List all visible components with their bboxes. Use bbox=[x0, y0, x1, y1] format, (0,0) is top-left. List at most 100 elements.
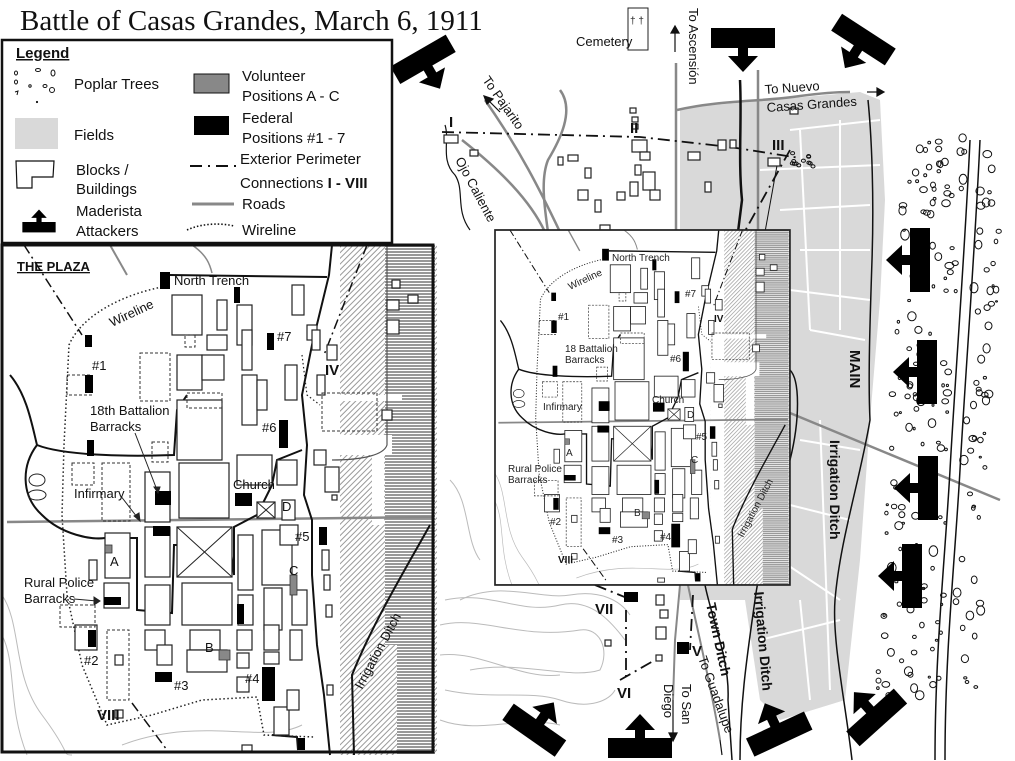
plaza-box bbox=[494, 229, 791, 586]
legend-perimeter-connections: Connections bbox=[240, 175, 323, 192]
wireline-swatch bbox=[186, 223, 235, 231]
building bbox=[567, 154, 579, 162]
poplar-tree-icon bbox=[888, 391, 897, 398]
building bbox=[767, 157, 781, 167]
poplar-tree-icon bbox=[904, 393, 911, 400]
inset-rural-1: Rural Police bbox=[24, 575, 94, 590]
poplar-tree-icon bbox=[976, 227, 984, 235]
inset-pos-2: #2 bbox=[84, 653, 98, 668]
poplar-tree-icon bbox=[907, 298, 911, 303]
poplar-tree-icon bbox=[976, 201, 986, 210]
poplar-tree-icon bbox=[884, 510, 889, 516]
poplar-tree-icon bbox=[982, 150, 993, 159]
box-pos-6: #6 bbox=[670, 354, 682, 365]
poplar-tree-icon bbox=[945, 383, 950, 388]
poplar-tree-icon bbox=[995, 300, 998, 303]
fields-swatch bbox=[15, 118, 58, 149]
building bbox=[631, 116, 639, 123]
inset-vol-c: C bbox=[289, 563, 298, 578]
inset-pos-5: #5 bbox=[295, 529, 309, 544]
poplar-tree-icon bbox=[898, 205, 907, 216]
poplar-tree-icon bbox=[928, 545, 939, 557]
poplar-tree-icon bbox=[923, 209, 931, 216]
poplar-trees-icon bbox=[14, 68, 56, 104]
federal-position-vii bbox=[624, 592, 638, 602]
legend-federal-1: Federal bbox=[242, 110, 293, 127]
building bbox=[557, 156, 564, 166]
inset-church: Church bbox=[233, 477, 275, 492]
poplar-tree-icon bbox=[981, 391, 989, 398]
building bbox=[659, 609, 669, 619]
box-vol-c: C bbox=[691, 455, 698, 466]
poplar-tree-icon bbox=[943, 288, 949, 293]
legend-attackers-2: Attackers bbox=[76, 223, 139, 240]
poplar-tree-icon bbox=[982, 343, 991, 354]
poplar-tree-icon bbox=[912, 426, 916, 431]
attacker-icon bbox=[711, 28, 775, 72]
poplar-tree-icon bbox=[975, 599, 985, 607]
legend-poplar-trees: Poplar Trees bbox=[74, 76, 159, 93]
poplar-tree-icon bbox=[929, 199, 936, 207]
poplar-tree-icon bbox=[958, 555, 966, 563]
box-roman-viii: VIII bbox=[558, 555, 573, 566]
poplar-tree-icon bbox=[907, 179, 912, 184]
poplar-tree-icon bbox=[894, 521, 904, 531]
poplar-tree-icon bbox=[894, 328, 900, 335]
poplar-tree-icon bbox=[967, 447, 975, 454]
poplar-tree-icon bbox=[975, 186, 985, 196]
poplar-tree-icon bbox=[893, 411, 899, 417]
poplar-tree-icon bbox=[959, 624, 966, 632]
building bbox=[639, 151, 651, 161]
poplar-tree-icon bbox=[898, 546, 903, 552]
poplar-tree-icon bbox=[919, 621, 925, 629]
volunteer-swatch bbox=[193, 73, 230, 94]
roads bbox=[461, 63, 1001, 741]
building bbox=[616, 191, 626, 201]
poplar-tree-icon bbox=[791, 159, 797, 164]
building bbox=[469, 149, 479, 157]
poplar-tree-icon bbox=[974, 239, 983, 250]
box-roman-iv: IV bbox=[714, 314, 724, 325]
building bbox=[704, 181, 712, 193]
poplar-tree-icon bbox=[973, 685, 979, 689]
poplar-tree-icon bbox=[978, 455, 982, 459]
to-ascension-label: To Ascensión bbox=[686, 8, 701, 85]
perimeter-label-iii: III bbox=[772, 137, 785, 154]
poplar-tree-icon bbox=[973, 379, 980, 386]
poplar-tree-icon bbox=[890, 503, 898, 510]
poplar-tree-icon bbox=[903, 666, 914, 677]
federal-swatch bbox=[194, 116, 229, 135]
poplar-tree-icon bbox=[927, 418, 937, 429]
poplar-tree-icon bbox=[920, 441, 925, 447]
legend-blocks-1: Blocks / bbox=[76, 162, 129, 179]
attacker-icon bbox=[818, 13, 896, 86]
inset-battalion-1: 18th Battalion bbox=[90, 403, 170, 418]
box-church: Church bbox=[652, 395, 684, 406]
building bbox=[577, 189, 589, 201]
poplar-tree-icon bbox=[931, 186, 937, 192]
poplar-tree-icon bbox=[971, 632, 978, 640]
building bbox=[642, 171, 656, 191]
poplar-tree-icon bbox=[952, 587, 962, 598]
poplar-tree-icon bbox=[987, 199, 996, 207]
poplar-tree-icon bbox=[915, 179, 920, 184]
poplar-tree-icon bbox=[963, 676, 968, 680]
inset-vol-a: A bbox=[110, 554, 119, 569]
poplar-tree-icon bbox=[935, 620, 941, 625]
building bbox=[655, 594, 665, 606]
poplar-tree-icon bbox=[936, 675, 942, 681]
perimeter-label-ii: II bbox=[630, 120, 638, 137]
building bbox=[443, 134, 459, 144]
poplar-tree-icon bbox=[946, 269, 954, 276]
perimeter-label-vi: VI bbox=[617, 685, 631, 702]
main-ditch-label: MAIN bbox=[846, 350, 863, 388]
poplar-tree-icon bbox=[977, 354, 986, 364]
to-nuevo-label-1: To Nuevo bbox=[764, 78, 820, 97]
legend: Legend Poplar Trees Fields Blocks / Buil… bbox=[0, 38, 394, 245]
box-pos-4: #4 bbox=[660, 532, 672, 543]
poplar-tree-icon bbox=[982, 431, 987, 436]
poplar-tree-icon bbox=[927, 140, 932, 145]
poplar-tree-icon bbox=[943, 190, 952, 197]
inset-infirmary: Infirmary bbox=[74, 486, 125, 501]
